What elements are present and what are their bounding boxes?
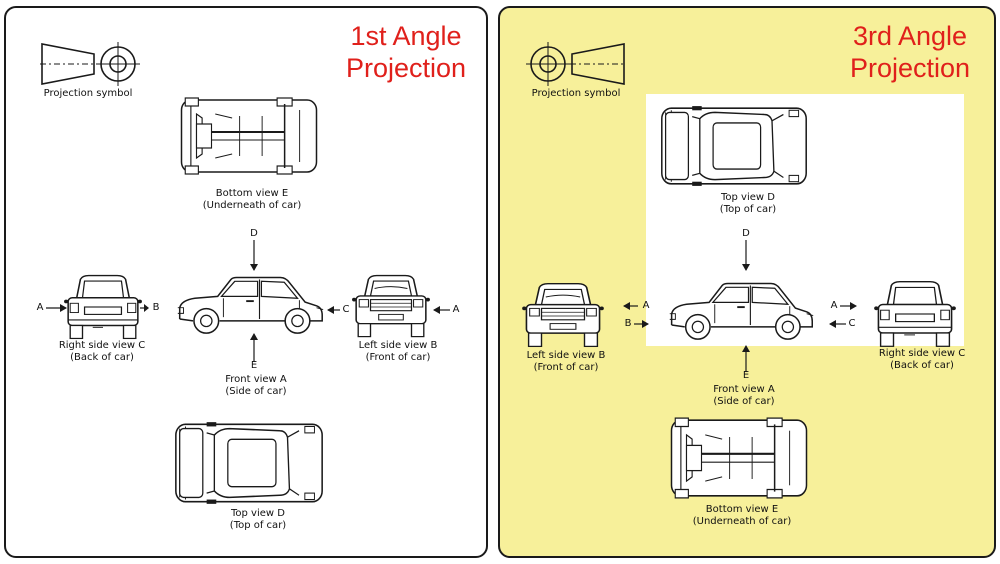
first-top-view-label: Top view D (Top of car) (230, 508, 286, 532)
third-front-view-line2: (Side of car) (713, 396, 775, 407)
third-left-view-line2: (Front of car) (533, 362, 599, 373)
third-bottom-view-label: Bottom view E (Underneath of car) (693, 504, 792, 528)
first-arrow-a-right-icon (433, 306, 450, 314)
first-arrow-d-icon (250, 240, 258, 271)
third-angle-symbol-label: Projection symbol (531, 88, 621, 99)
first-top-view-line2: (Top of car) (229, 520, 287, 531)
car-top-view-icon (172, 420, 326, 506)
first-angle-title-line2: Projection (345, 53, 467, 83)
third-top-view-label: Top view D (Top of car) (720, 192, 776, 216)
first-letter-a: A (36, 302, 44, 313)
third-letter-c: C (848, 318, 856, 329)
first-angle-projection-symbol-icon (40, 42, 140, 86)
third-letter-d: D (742, 228, 750, 239)
first-arrow-b-icon (140, 304, 149, 312)
first-letter-d: D (250, 228, 258, 239)
third-top-view-line2: (Top of car) (719, 204, 777, 215)
car-top-view-icon (658, 104, 810, 188)
third-letter-e: E (742, 370, 750, 381)
third-arrow-a-left-icon (623, 302, 638, 310)
first-front-view-line1: Front view A (225, 374, 287, 385)
first-letter-e: E (250, 360, 258, 371)
car-bottom-view-icon (664, 416, 814, 500)
first-bottom-view-label: Bottom view E (Underneath of car) (203, 188, 302, 212)
first-arrow-a-left-icon (46, 304, 67, 312)
third-arrow-b-icon (634, 320, 649, 328)
third-letter-a2: A (830, 300, 838, 311)
third-bottom-view-line1: Bottom view E (705, 504, 779, 515)
first-arrow-e-icon (250, 333, 258, 362)
third-angle-title: 3rd Angle Projection (840, 20, 980, 84)
third-angle-title-line1: 3rd Angle (852, 21, 968, 51)
third-arrow-a-right-icon (840, 302, 857, 310)
first-right-view-line2: (Back of car) (70, 352, 134, 363)
third-top-view-line1: Top view D (721, 192, 775, 203)
first-right-view-label: Right side view C (Back of car) (59, 340, 145, 364)
car-front-view-icon (520, 278, 606, 354)
first-angle-title: 1st Angle Projection (336, 20, 476, 84)
third-letter-b: B (624, 318, 632, 329)
third-right-view-line2: (Back of car) (890, 360, 954, 371)
first-left-view-label: Left side view B (Front of car) (359, 340, 438, 364)
first-letter-b: B (152, 302, 160, 313)
car-side-view-icon (174, 270, 326, 336)
third-bottom-view-line2: (Underneath of car) (692, 516, 792, 527)
first-front-view-label: Front view A (Side of car) (225, 374, 287, 398)
third-arrow-c-icon (829, 320, 846, 328)
first-angle-title-line1: 1st Angle (350, 21, 462, 51)
first-letter-a2: A (452, 304, 460, 315)
third-left-view-line1: Left side view B (526, 350, 606, 361)
first-bottom-view-line2: (Underneath of car) (202, 200, 302, 211)
first-angle-symbol-label: Projection symbol (43, 88, 133, 99)
third-angle-panel: 3rd Angle Projection Projection symbol T… (498, 6, 996, 558)
car-side-view-icon (666, 276, 816, 342)
third-right-view-label: Right side view C (Back of car) (879, 348, 965, 372)
first-angle-panel: 1st Angle Projection Projection symbol B… (4, 6, 488, 558)
first-front-view-line2: (Side of car) (225, 386, 287, 397)
first-left-view-line2: (Front of car) (365, 352, 431, 363)
first-top-view-line1: Top view D (231, 508, 285, 519)
third-right-view-line1: Right side view C (878, 348, 966, 359)
third-front-view-label: Front view A (Side of car) (713, 384, 775, 408)
first-left-view-line1: Left side view B (358, 340, 438, 351)
car-bottom-view-icon (174, 96, 324, 176)
third-letter-a: A (642, 300, 650, 311)
third-front-view-line1: Front view A (713, 384, 775, 395)
car-rear-view-icon (62, 270, 144, 344)
first-letter-c: C (342, 304, 350, 315)
third-angle-title-line2: Projection (849, 53, 971, 83)
third-arrow-d-icon (742, 240, 750, 271)
third-angle-projection-symbol-icon (526, 42, 626, 86)
first-bottom-view-line1: Bottom view E (215, 188, 289, 199)
first-right-view-line1: Right side view C (58, 340, 146, 351)
car-rear-view-icon (872, 276, 958, 352)
third-left-view-label: Left side view B (Front of car) (527, 350, 606, 374)
first-arrow-c-icon (327, 306, 340, 314)
car-front-view-icon (350, 270, 432, 344)
third-arrow-e-icon (742, 345, 750, 372)
